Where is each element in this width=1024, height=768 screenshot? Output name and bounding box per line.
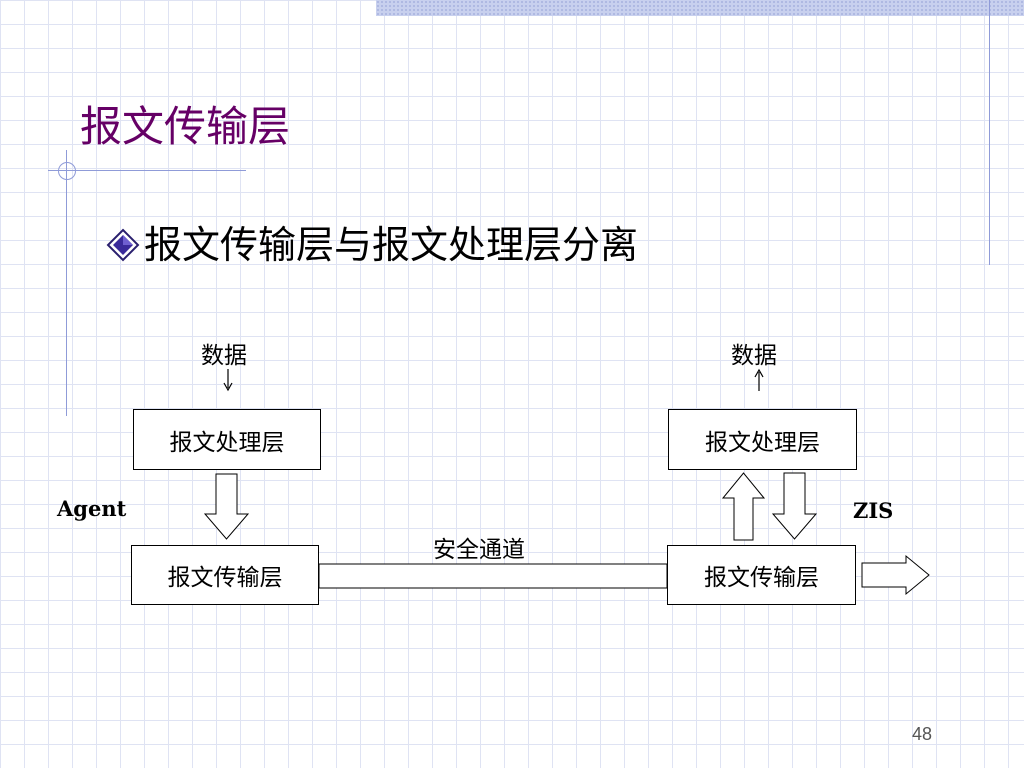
left-transport-layer-label: 报文传输层 <box>167 565 283 591</box>
zis-label: ZIS <box>853 498 894 523</box>
outbound-right-arrow-icon <box>861 554 930 596</box>
top-decoration-band <box>376 0 1024 16</box>
title-circle-ornament <box>58 162 76 180</box>
right-processing-layer-label: 报文处理层 <box>705 429 820 456</box>
left-block-down-arrow-icon <box>203 473 250 540</box>
left-decoration-line <box>66 150 67 416</box>
right-data-up-arrow-icon <box>754 368 764 391</box>
right-processing-layer-box: 报文处理层 <box>668 409 857 470</box>
secure-channel-label: 安全通道 <box>433 537 525 563</box>
left-processing-layer-label: 报文处理层 <box>169 429 285 456</box>
title-underline <box>48 170 246 171</box>
right-decoration-line <box>989 0 990 265</box>
right-transport-layer-label: 报文传输层 <box>704 565 819 591</box>
agent-label: Agent <box>57 496 127 521</box>
right-data-label: 数据 <box>731 343 777 369</box>
right-transport-layer-box: 报文传输层 <box>667 545 856 605</box>
left-processing-layer-box: 报文处理层 <box>133 409 321 470</box>
left-data-label: 数据 <box>201 343 247 369</box>
secure-channel-pipe <box>318 563 668 589</box>
right-block-down-arrow-icon <box>771 472 818 540</box>
page-title: 报文传输层 <box>80 102 291 151</box>
left-data-down-arrow-icon <box>223 369 233 392</box>
left-transport-layer-box: 报文传输层 <box>131 545 319 605</box>
right-block-up-arrow-icon <box>721 472 766 541</box>
bullet-item: 报文传输层与报文处理层分离 <box>106 226 638 264</box>
page-number: 48 <box>912 724 933 744</box>
bullet-text: 报文传输层与报文处理层分离 <box>144 223 639 267</box>
diamond-bullet-icon <box>106 228 140 262</box>
